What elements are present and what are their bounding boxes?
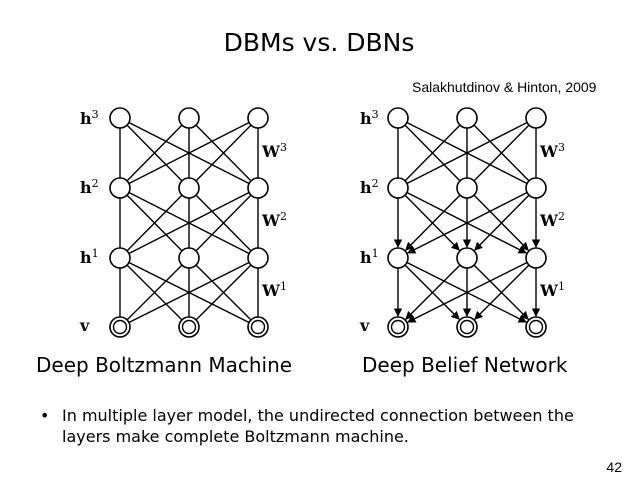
dbm-node bbox=[247, 107, 269, 129]
dbm-edge bbox=[195, 194, 252, 252]
dbm-weight-label: W1 bbox=[261, 280, 287, 300]
dbm-edge bbox=[195, 264, 252, 321]
bullet-text: In multiple layer model, the undirected … bbox=[62, 406, 574, 446]
dbn-layer-label: h1 bbox=[360, 247, 379, 267]
dbn-node bbox=[387, 107, 409, 129]
dbm-edge bbox=[128, 191, 250, 255]
page-number: 42 bbox=[606, 459, 622, 475]
dbn-weight-label: W2 bbox=[539, 210, 565, 230]
dbm-edge bbox=[126, 124, 183, 182]
dbn-node bbox=[456, 177, 478, 199]
dbm-visible-node-inner bbox=[112, 319, 128, 335]
dbn-edge bbox=[407, 261, 528, 323]
dbm-node bbox=[178, 177, 200, 199]
dbm-node bbox=[109, 247, 131, 269]
dbn-layer-label: h3 bbox=[360, 108, 379, 128]
slide-title: DBMs vs. DBNs bbox=[223, 28, 415, 57]
dbn-weight-label: W3 bbox=[539, 141, 565, 161]
dbn-weight-label: W1 bbox=[539, 280, 565, 300]
dbm-weight-label: W2 bbox=[261, 210, 287, 230]
dbm-visible-node-inner bbox=[250, 319, 266, 335]
dbm-edge bbox=[126, 264, 183, 321]
bullet-point: • In multiple layer model, the undirecte… bbox=[40, 405, 600, 447]
dbm-node bbox=[109, 107, 131, 129]
dbm-weight-label: W3 bbox=[261, 141, 287, 161]
dbn-visible-node-inner bbox=[528, 319, 544, 335]
bullet-dot: • bbox=[40, 406, 50, 425]
dbm-edge bbox=[126, 194, 183, 252]
dbn-node bbox=[456, 107, 478, 129]
dbn-node bbox=[387, 247, 409, 269]
dbm-layer-label: v bbox=[79, 316, 90, 335]
dbm-node bbox=[178, 247, 200, 269]
dbn-visible-node-inner bbox=[459, 319, 475, 335]
dbm-layer-label: h3 bbox=[80, 108, 99, 128]
dbn-node bbox=[525, 177, 547, 199]
dbm-node bbox=[247, 247, 269, 269]
dbn-layer-label: v bbox=[359, 316, 370, 335]
dbm-layer-label: h2 bbox=[80, 177, 99, 197]
dbm-caption: Deep Boltzmann Machine bbox=[36, 353, 292, 377]
dbn-edge bbox=[404, 124, 461, 182]
citation: Salakhutdinov & Hinton, 2009 bbox=[412, 79, 597, 95]
dbm-edge bbox=[128, 261, 250, 324]
dbn-visible-node-inner bbox=[390, 319, 406, 335]
dbn-caption: Deep Belief Network bbox=[362, 353, 568, 377]
dbm-node bbox=[178, 107, 200, 129]
dbm-node bbox=[109, 177, 131, 199]
dbn-edge bbox=[407, 191, 528, 254]
dbn-edge bbox=[474, 264, 530, 320]
dbm-visible-node-inner bbox=[181, 319, 197, 335]
dbm-node bbox=[247, 177, 269, 199]
dbn-edge bbox=[405, 264, 461, 320]
dbn-edge bbox=[406, 121, 528, 185]
dbm-edge bbox=[195, 124, 252, 182]
dbn-node bbox=[525, 107, 547, 129]
dbn-edge bbox=[473, 124, 530, 182]
dbm-edge bbox=[128, 121, 250, 185]
dbn-node bbox=[456, 247, 478, 269]
dbm-layer-label: h1 bbox=[80, 247, 99, 267]
dbn-edge bbox=[474, 194, 530, 251]
dbn-edge bbox=[405, 194, 461, 251]
dbn-node bbox=[525, 247, 547, 269]
dbn-layer-label: h2 bbox=[360, 177, 379, 197]
dbn-node bbox=[387, 177, 409, 199]
